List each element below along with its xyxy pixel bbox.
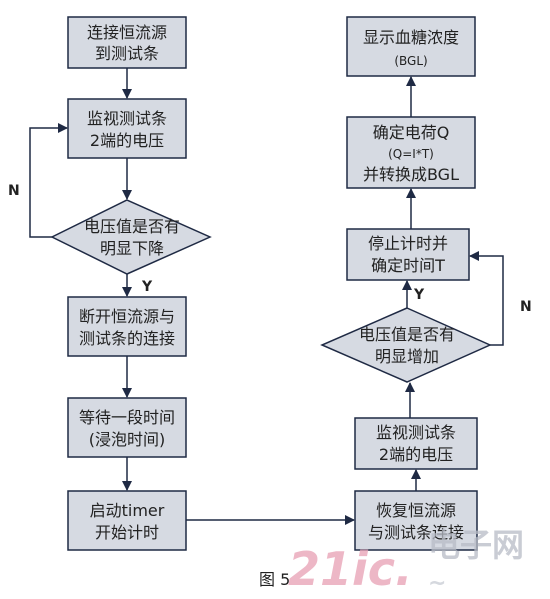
label-d2-no: N xyxy=(520,299,532,315)
watermark-cn: 电子网 xyxy=(428,526,524,564)
loop-d2-no xyxy=(469,251,504,346)
step-stop-timer-line1: 停止计时并 xyxy=(368,234,448,253)
step-reconnect-source-line2: 与测试条连接 xyxy=(368,523,464,542)
step-reconnect-source-line1: 恢复恒流源 xyxy=(376,501,456,520)
step-monitor-voltage-1-line2: 2端的电压 xyxy=(90,131,164,150)
step-monitor-voltage-2-line2: 2端的电压 xyxy=(379,445,453,464)
step-determine-charge: 确定电荷Q (Q=I*T) 并转换成BGL xyxy=(346,116,476,189)
step-monitor-voltage-2: 监视测试条 2端的电压 xyxy=(354,417,478,470)
decision-voltage-rise-line2: 明显增加 xyxy=(375,347,439,366)
step-start-timer-line1: 启动timer xyxy=(90,501,165,520)
step-display-bgl-line1: 显示血糖浓度 xyxy=(363,28,459,47)
step-monitor-voltage-1-line1: 监视测试条 xyxy=(87,109,167,128)
step-display-bgl-line2: (BGL) xyxy=(394,54,427,68)
label-d1-no: N xyxy=(8,183,20,199)
step-disconnect-source: 断开恒流源与 测试条的连接 xyxy=(67,296,187,357)
step-wait-soak: 等待一段时间 (浸泡时间) xyxy=(67,397,187,458)
step-connect-source: 连接恒流源 到测试条 xyxy=(67,16,187,69)
step-determine-charge-line2: (Q=I*T) xyxy=(388,147,434,161)
step-disconnect-source-line2: 测试条的连接 xyxy=(79,329,175,348)
watermark-domain-glyph: ~ xyxy=(428,571,446,596)
step-connect-source-line1: 连接恒流源 xyxy=(87,23,167,42)
decision-voltage-drop-line2: 明显下降 xyxy=(100,239,164,258)
step-wait-soak-line1: 等待一段时间 xyxy=(79,408,175,427)
step-determine-charge-line3: 并转换成BGL xyxy=(363,165,459,184)
decision-voltage-drop: 电压值是否有 明显下降 xyxy=(50,199,212,275)
decision-voltage-rise: 电压值是否有 明显增加 xyxy=(320,307,492,383)
connectors xyxy=(29,68,504,525)
step-disconnect-source-line1: 断开恒流源与 xyxy=(79,307,175,326)
step-reconnect-source: 恢复恒流源 与测试条连接 xyxy=(354,490,478,551)
step-start-timer-line2: 开始计时 xyxy=(95,523,159,542)
step-connect-source-line2: 到测试条 xyxy=(95,44,159,63)
step-determine-charge-line1: 确定电荷Q xyxy=(373,123,450,142)
label-d1-yes: Y xyxy=(141,279,153,295)
step-wait-soak-line2: (浸泡时间) xyxy=(89,430,166,449)
step-monitor-voltage-2-line1: 监视测试条 xyxy=(376,423,456,442)
figure-caption: 图 5 xyxy=(259,570,290,589)
step-stop-timer: 停止计时并 确定时间T xyxy=(346,228,470,281)
watermark-brand: 21ic. xyxy=(288,542,413,596)
label-d2-yes: Y xyxy=(413,287,425,303)
step-start-timer: 启动timer 开始计时 xyxy=(67,490,187,551)
step-display-bgl: 显示血糖浓度 (BGL) xyxy=(346,16,476,77)
step-stop-timer-line2: 确定时间T xyxy=(371,256,445,275)
watermark-logo: 21ic. 电子网 ~ xyxy=(288,526,524,596)
decision-voltage-rise-line1: 电压值是否有 xyxy=(359,325,455,344)
decision-voltage-drop-line1: 电压值是否有 xyxy=(84,217,180,236)
step-monitor-voltage-1: 监视测试条 2端的电压 xyxy=(67,98,187,159)
loop-d1-no xyxy=(29,123,68,238)
